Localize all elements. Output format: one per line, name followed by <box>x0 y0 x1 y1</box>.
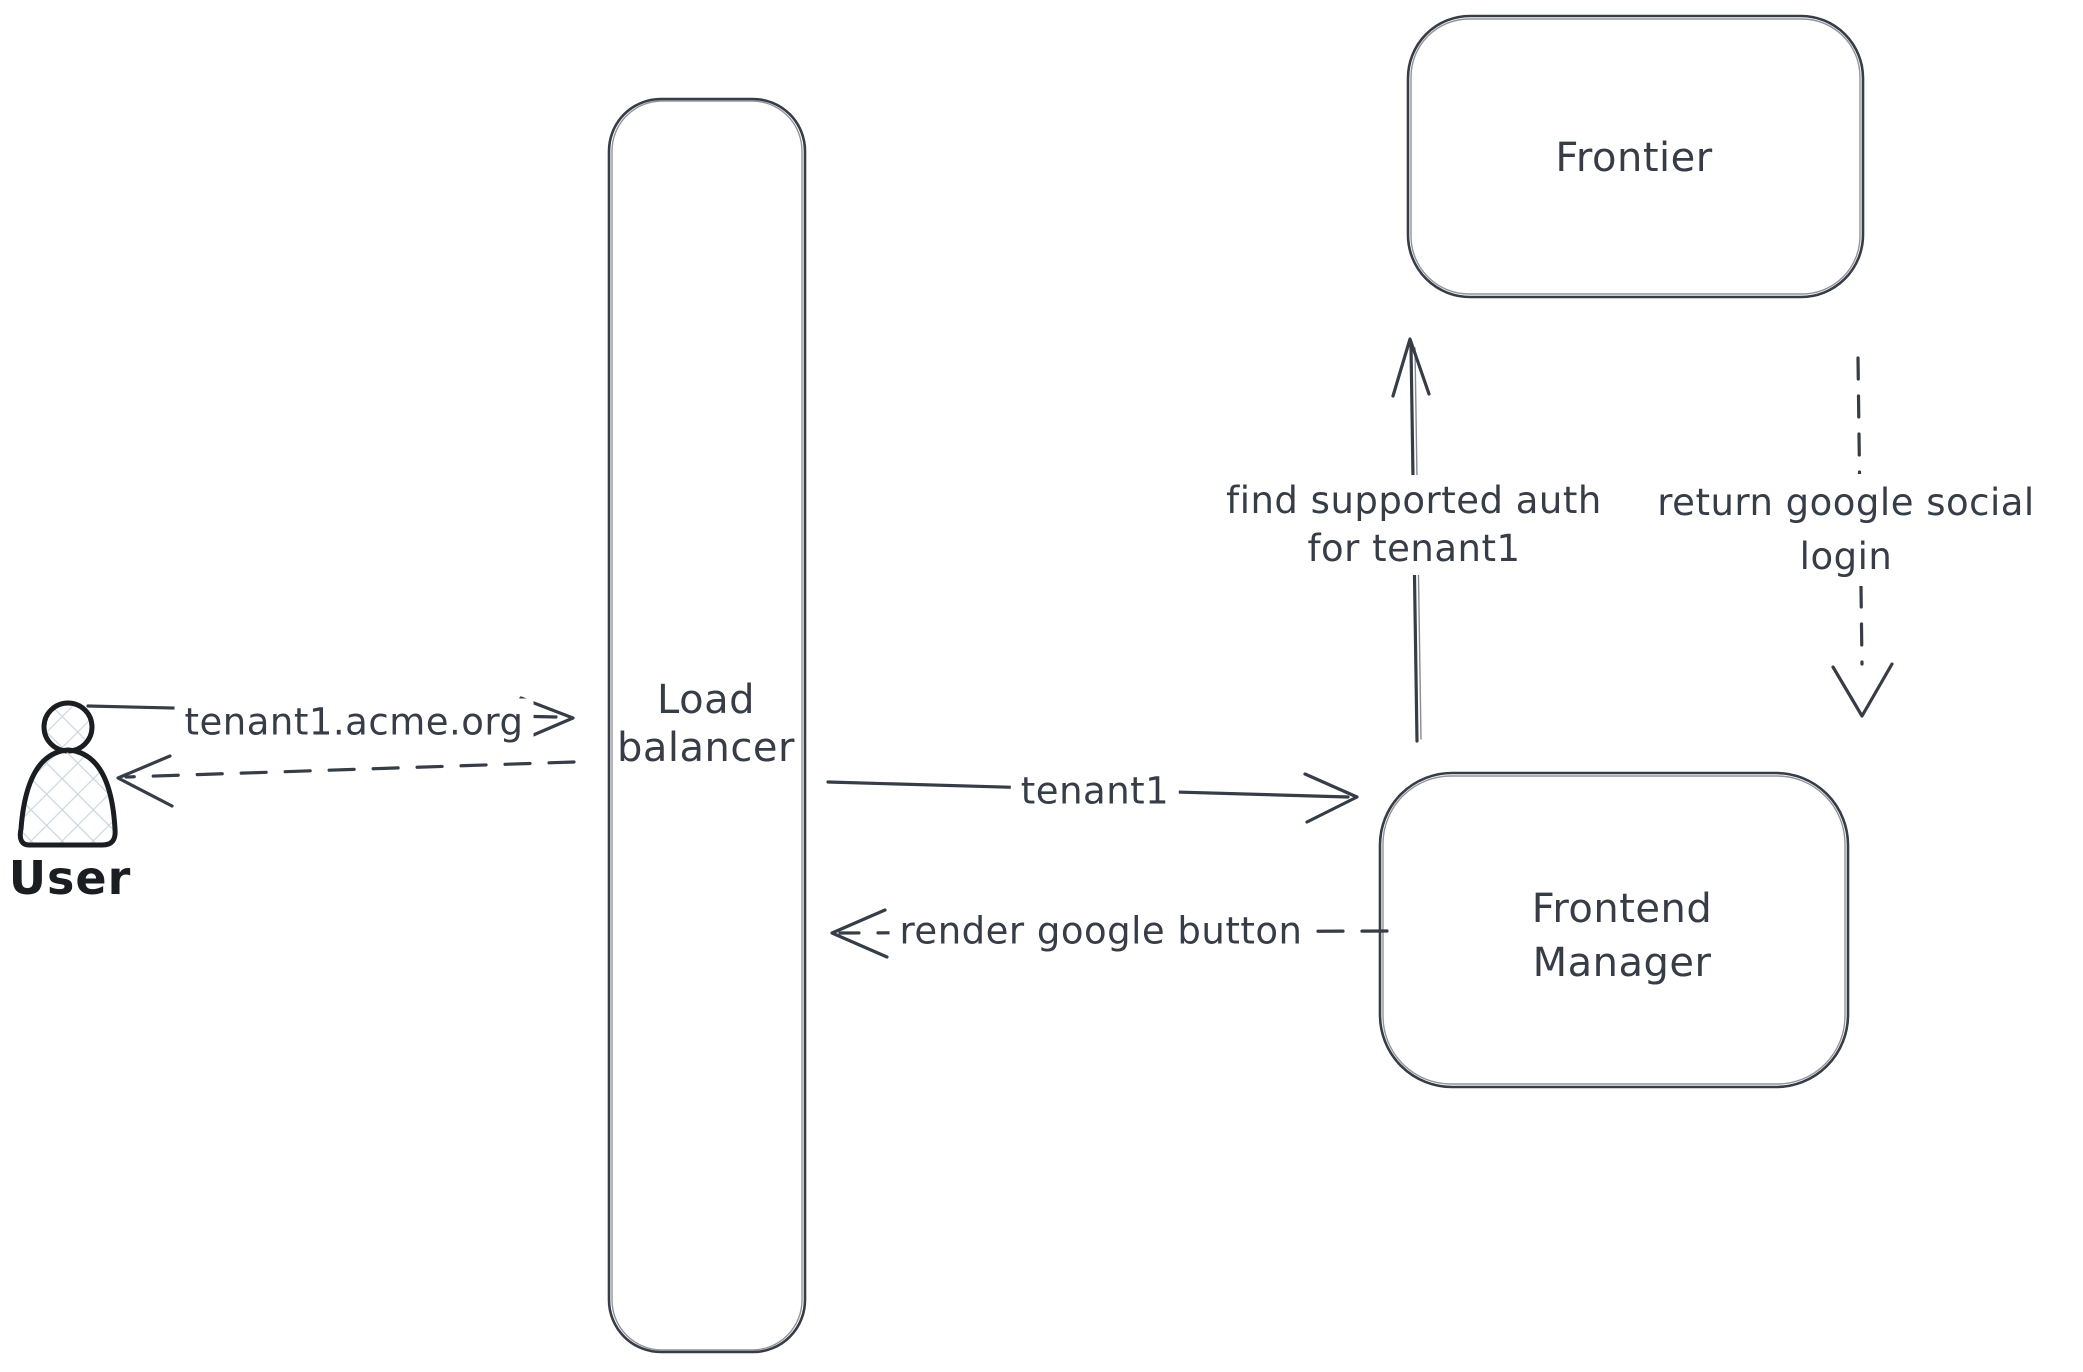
arrow-lb-to-fm-head <box>1303 772 1359 824</box>
load-balancer-label-line2: balancer <box>617 725 795 771</box>
edge-label-find-supported-auth-line1: find supported auth <box>1226 479 1602 522</box>
edge-label-return-google-social-login: return google social login <box>1647 474 2045 586</box>
arrow-frontier-to-fm-head <box>1831 662 1894 718</box>
load-balancer-box-echo <box>611 100 803 1351</box>
load-balancer-box <box>607 97 807 1354</box>
user-label: User <box>8 851 132 905</box>
arrow-fm-to-lb-head <box>830 908 889 959</box>
edge-label-find-supported-auth: find supported auth for tenant1 <box>1216 475 1612 575</box>
edge-label-find-supported-auth-line2: for tenant1 <box>1307 527 1521 570</box>
load-balancer-label-line1: Load <box>657 677 755 723</box>
arrow-lb-to-user-head <box>116 754 174 808</box>
edge-label-tenant1-acme-org: tenant1.acme.org <box>174 698 534 746</box>
frontier-label: Frontier <box>1555 135 1713 181</box>
edge-label-render-google-button: render google button <box>889 907 1313 955</box>
edge-label-return-google-social-login-line1: return google social <box>1657 481 2035 524</box>
frontend-manager-label-line2: Manager <box>1532 940 1712 986</box>
arrow-lb-to-user-line <box>124 760 576 779</box>
edge-label-return-google-social-login-line2: login <box>1799 535 1893 578</box>
frontend-manager-label-line1: Frontend <box>1531 886 1713 932</box>
load-balancer-label: Load balancer <box>617 676 795 772</box>
arrow-fm-to-frontier-head <box>1391 337 1431 398</box>
frontend-manager-label: Frontend Manager <box>1532 882 1713 990</box>
user-icon <box>17 700 118 848</box>
frontier-box-echo <box>1410 18 1861 295</box>
arrow-user-to-lb-head <box>519 696 575 741</box>
frontier-box <box>1406 14 1865 299</box>
user-icon-head <box>41 700 95 754</box>
edge-label-tenant1: tenant1 <box>1010 767 1180 815</box>
user-icon-body <box>17 747 118 848</box>
